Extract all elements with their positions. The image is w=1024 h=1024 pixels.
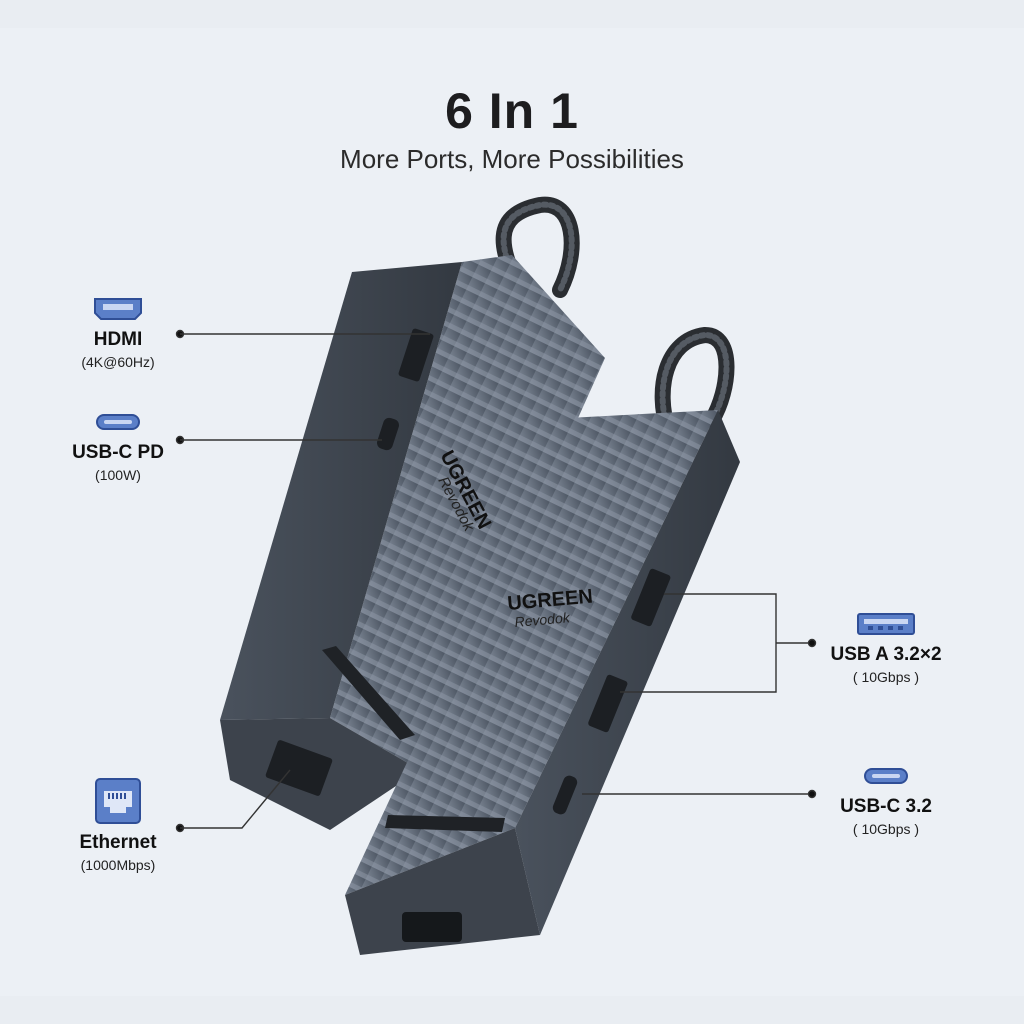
usb-a-icon xyxy=(857,613,915,635)
usb-c-icon xyxy=(96,414,140,430)
usbc-pd-spec: (100W) xyxy=(95,467,141,483)
port-label-usbc-pd: USB-C PD (100W) xyxy=(18,408,218,483)
port-label-usba: USB A 3.2×2 ( 10Gbps ) xyxy=(786,610,986,685)
usba-spec: ( 10Gbps ) xyxy=(852,669,920,685)
hdmi-spec: (4K@60Hz) xyxy=(81,354,155,370)
ethernet-name: Ethernet xyxy=(79,832,157,853)
cable-back xyxy=(495,196,580,298)
ethernet-callout-line xyxy=(180,769,291,829)
port-label-usbc32: USB-C 3.2 ( 10Gbps ) xyxy=(786,762,986,837)
page-title: 6 In 1 xyxy=(445,83,579,139)
usbc32-name: USB-C 3.2 xyxy=(840,796,932,817)
usbc-pd-name: USB-C PD xyxy=(72,442,164,463)
callout-lines xyxy=(175,329,817,833)
usbc32-callout-dot xyxy=(807,789,817,799)
ethernet-spec: (1000Mbps) xyxy=(80,857,156,873)
usba-callout-dot xyxy=(807,638,817,648)
ethernet-icon xyxy=(95,778,141,824)
model-logo-front: Revodok xyxy=(514,609,571,630)
hub-back: UGREEN Revodok xyxy=(220,255,605,830)
port-label-ethernet: Ethernet (1000Mbps) xyxy=(18,776,218,873)
usb-c-icon xyxy=(864,768,908,784)
page-subtitle: More Ports, More Possibilities xyxy=(340,144,684,174)
cable-front xyxy=(654,326,735,438)
hdmi-name: HDMI xyxy=(93,329,143,350)
hub-front: UGREEN Revodok xyxy=(345,410,740,955)
port-label-hdmi: HDMI (4K@60Hz) xyxy=(18,295,218,370)
usba-name: USB A 3.2×2 xyxy=(830,644,942,665)
hdmi-icon xyxy=(94,298,142,320)
usbc32-spec: ( 10Gbps ) xyxy=(852,821,920,837)
